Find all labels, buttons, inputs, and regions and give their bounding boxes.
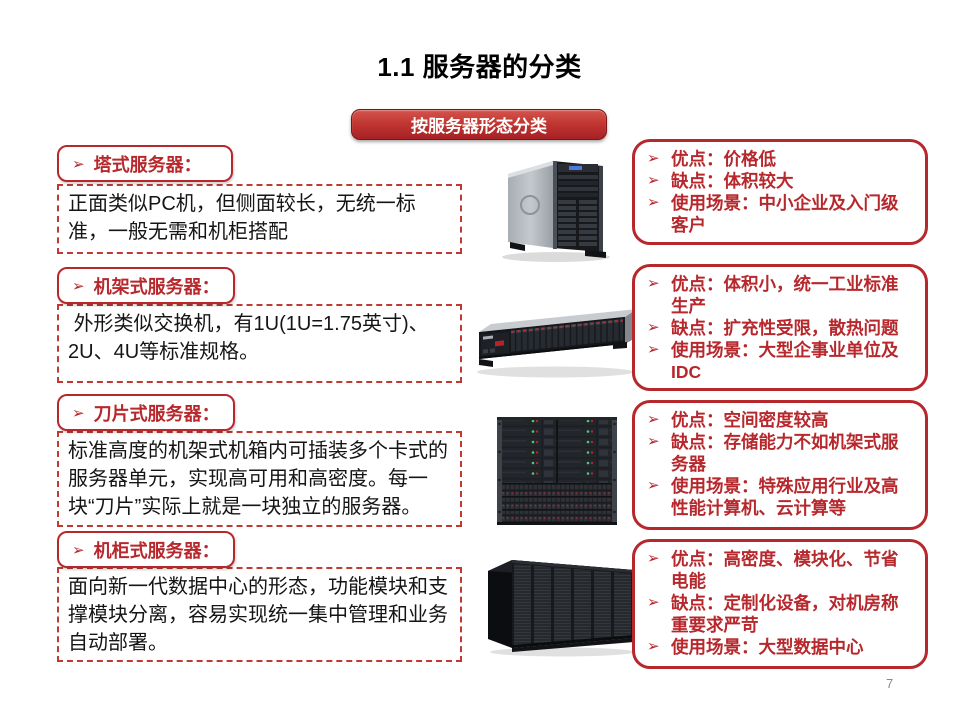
arrow-bullet-icon: ➢ — [647, 341, 660, 358]
section-description-cabinet: 面向新一代数据中心的形态，功能模块和支撑模块分离，容易实现统一集中管理和业务自动… — [57, 567, 462, 662]
arrow-bullet-icon: ➢ — [647, 172, 660, 189]
section-heading-rack: ➢ 机架式服务器： — [57, 267, 235, 304]
advantage-item: ➢ 缺点：存储能力不如机架式服务器 — [647, 431, 909, 475]
section-heading-label: 机柜式服务器： — [93, 540, 220, 561]
section-heading-label: 塔式服务器： — [93, 154, 202, 175]
advantage-item: ➢ 缺点：扩充性受限，散热问题 — [647, 317, 909, 339]
advantage-item: ➢ 优点：体积小，统一工业标准生产 — [647, 273, 909, 317]
page-title: 1.1 服务器的分类 — [377, 52, 582, 82]
section-description-text: 标准高度的机架式机箱内可插装多个卡式的服务器单元，实现高可用和高密度。每一块“刀… — [68, 440, 448, 518]
advantage-text: 优点：高密度、模块化、节省电能 — [671, 549, 899, 591]
advantage-text: 使用场景：特殊应用行业及高性能计算机、云计算等 — [671, 476, 899, 518]
tower-server-photo — [490, 150, 620, 265]
arrow-bullet-icon: ➢ — [647, 550, 660, 567]
arrow-bullet-icon: ➢ — [647, 194, 660, 211]
advantage-text: 缺点：扩充性受限，散热问题 — [671, 318, 899, 338]
section-heading-tower: ➢ 塔式服务器： — [57, 145, 233, 182]
rack-server-photo — [465, 298, 643, 383]
section-description-blade: 标准高度的机架式机箱内可插装多个卡式的服务器单元，实现高可用和高密度。每一块“刀… — [57, 431, 462, 527]
section-description-text: 正面类似PC机，但侧面较长，无统一标准，一般无需和机柜搭配 — [68, 193, 416, 243]
arrow-bullet-icon: ➢ — [72, 404, 85, 422]
arrow-bullet-icon: ➢ — [647, 433, 660, 450]
advantage-item: ➢ 使用场景：大型企事业单位及IDC — [647, 339, 909, 383]
advantage-item: ➢ 使用场景：中小企业及入门级客户 — [647, 192, 909, 236]
arrow-bullet-icon: ➢ — [72, 155, 85, 173]
arrow-bullet-icon: ➢ — [647, 594, 660, 611]
category-banner: 按服务器形态分类 — [351, 109, 607, 140]
cabinet-server-photo — [482, 547, 642, 661]
advantage-text: 使用场景：大型数据中心 — [671, 637, 864, 657]
page-number: 7 — [886, 676, 894, 691]
arrow-bullet-icon: ➢ — [72, 277, 85, 295]
section-description-text: 外形类似交换机，有1U(1U=1.75英寸)、2U、4U等标准规格。 — [68, 313, 429, 363]
advantages-box-rack: ➢ 优点：体积小，统一工业标准生产 ➢ 缺点：扩充性受限，散热问题 ➢ 使用场景… — [632, 264, 928, 391]
advantage-text: 使用场景：中小企业及入门级客户 — [671, 193, 899, 235]
advantage-item: ➢ 优点：高密度、模块化、节省电能 — [647, 548, 909, 592]
section-heading-label: 刀片式服务器： — [93, 403, 220, 424]
arrow-bullet-icon: ➢ — [647, 275, 660, 292]
advantage-item: ➢ 优点：空间密度较高 — [647, 409, 909, 431]
section-description-rack: 外形类似交换机，有1U(1U=1.75英寸)、2U、4U等标准规格。 — [57, 304, 462, 383]
blade-server-illustration — [497, 417, 617, 525]
blade-server-photo — [487, 416, 627, 530]
advantage-text: 优点：价格低 — [671, 149, 776, 169]
advantage-item: ➢ 优点：价格低 — [647, 148, 909, 170]
advantages-box-tower: ➢ 优点：价格低 ➢ 缺点：体积较大 ➢ 使用场景：中小企业及入门级客户 — [632, 139, 928, 245]
section-description-text: 面向新一代数据中心的形态，功能模块和支撑模块分离，容易实现统一集中管理和业务自动… — [68, 576, 448, 654]
arrow-bullet-icon: ➢ — [647, 150, 660, 167]
arrow-bullet-icon: ➢ — [72, 541, 85, 559]
cabinet-server-illustration — [488, 560, 634, 657]
advantages-box-cabinet: ➢ 优点：高密度、模块化、节省电能 ➢ 缺点：定制化设备，对机房称重要求严苛 ➢… — [632, 539, 928, 669]
advantage-item: ➢ 缺点：定制化设备，对机房称重要求严苛 — [647, 592, 909, 636]
section-heading-cabinet: ➢ 机柜式服务器： — [57, 531, 235, 568]
category-banner-label: 按服务器形态分类 — [411, 117, 547, 136]
advantage-text: 优点：体积小，统一工业标准生产 — [671, 274, 899, 316]
rack-server-illustration — [477, 309, 637, 378]
advantage-text: 缺点：定制化设备，对机房称重要求严苛 — [671, 593, 899, 635]
section-description-tower: 正面类似PC机，但侧面较长，无统一标准，一般无需和机柜搭配 — [57, 184, 462, 254]
advantage-item: ➢ 使用场景：特殊应用行业及高性能计算机、云计算等 — [647, 475, 909, 519]
arrow-bullet-icon: ➢ — [647, 477, 660, 494]
arrow-bullet-icon: ➢ — [647, 638, 660, 655]
advantage-item: ➢ 使用场景：大型数据中心 — [647, 636, 909, 658]
arrow-bullet-icon: ➢ — [647, 319, 660, 336]
advantages-box-blade: ➢ 优点：空间密度较高 ➢ 缺点：存储能力不如机架式服务器 ➢ 使用场景：特殊应… — [632, 400, 928, 530]
advantage-text: 使用场景：大型企事业单位及IDC — [671, 340, 899, 382]
advantage-text: 缺点：体积较大 — [671, 171, 794, 191]
section-heading-blade: ➢ 刀片式服务器： — [57, 394, 235, 431]
section-heading-label: 机架式服务器： — [93, 276, 220, 297]
tower-server-illustration — [502, 161, 610, 262]
advantage-text: 缺点：存储能力不如机架式服务器 — [671, 432, 899, 474]
advantage-item: ➢ 缺点：体积较大 — [647, 170, 909, 192]
advantage-text: 优点：空间密度较高 — [671, 410, 829, 430]
arrow-bullet-icon: ➢ — [647, 411, 660, 428]
